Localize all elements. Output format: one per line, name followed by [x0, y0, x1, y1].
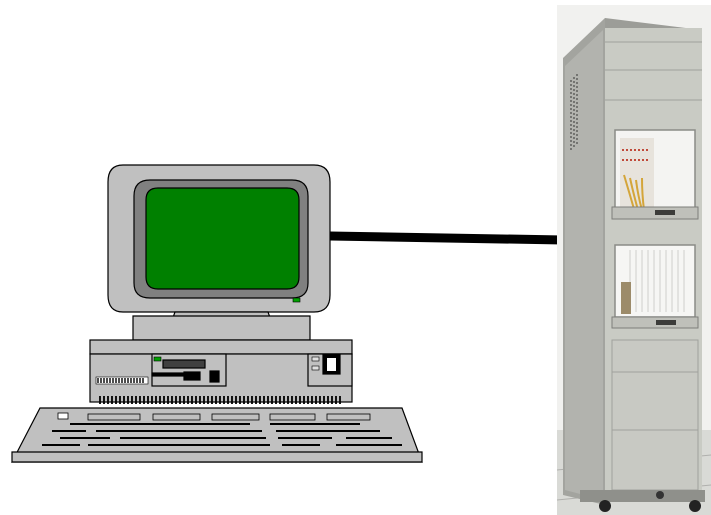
- status-led: [154, 357, 161, 361]
- desktop-computer-icon: [12, 165, 422, 462]
- caster-wheel: [599, 500, 611, 512]
- monitor: [108, 165, 330, 312]
- floppy-drive: [163, 360, 205, 368]
- keyboard: [12, 408, 422, 462]
- system-unit: [90, 340, 352, 404]
- monitor-screen: [146, 188, 299, 289]
- connection-cable: [330, 236, 563, 240]
- caster-wheel: [689, 500, 701, 512]
- caster-wheel: [656, 491, 664, 499]
- equipment-rack-photo: [557, 5, 711, 515]
- power-led: [293, 298, 300, 302]
- monitor-stand: [133, 312, 310, 340]
